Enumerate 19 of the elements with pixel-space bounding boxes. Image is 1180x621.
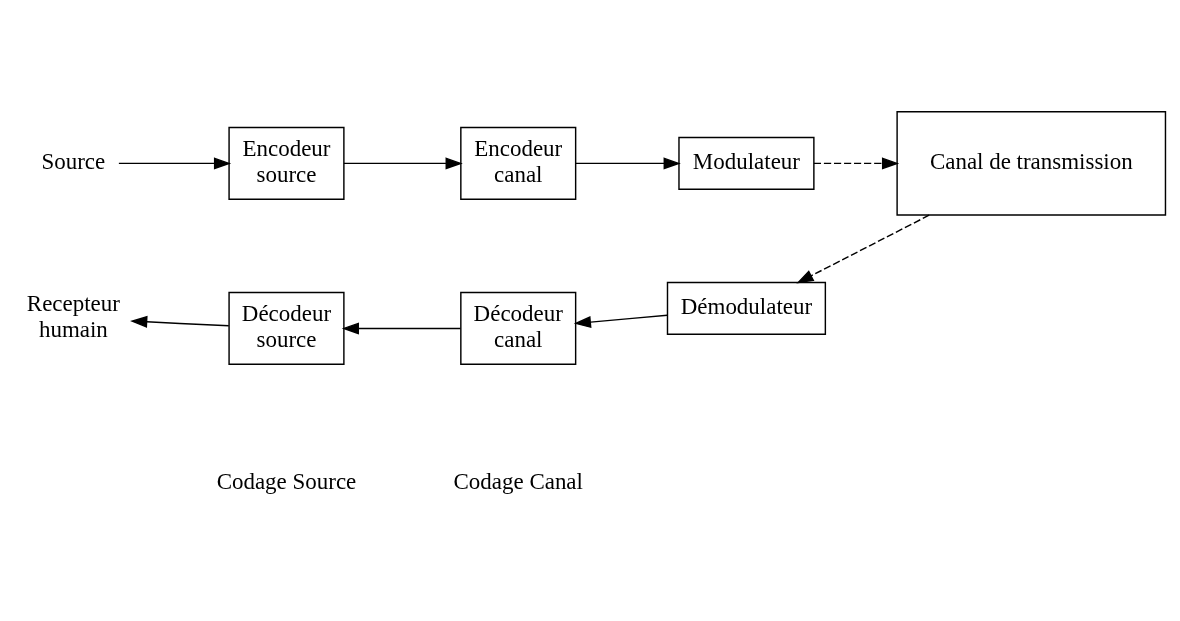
node-box: Décodeur canal [460, 291, 577, 366]
node-box: Encodeur source [228, 126, 345, 200]
label: Codage Canal [453, 468, 583, 494]
node-box: Démodulateur [666, 281, 827, 335]
node-box: Canal de transmission [896, 111, 1167, 216]
arrow [341, 322, 462, 335]
arrow [118, 157, 232, 170]
arrow [573, 314, 669, 329]
arrow [575, 157, 681, 170]
node-text: Recepteur humain [26, 290, 120, 342]
node-box: Modulateur [678, 136, 815, 190]
arrow [796, 214, 930, 284]
node-text: Source [41, 148, 106, 174]
arrow [813, 157, 900, 170]
node-box: Décodeur source [228, 291, 345, 366]
arrow [343, 157, 463, 170]
arrow [130, 315, 230, 328]
label: Codage Source [216, 468, 357, 494]
node-box: Encodeur canal [460, 126, 577, 200]
